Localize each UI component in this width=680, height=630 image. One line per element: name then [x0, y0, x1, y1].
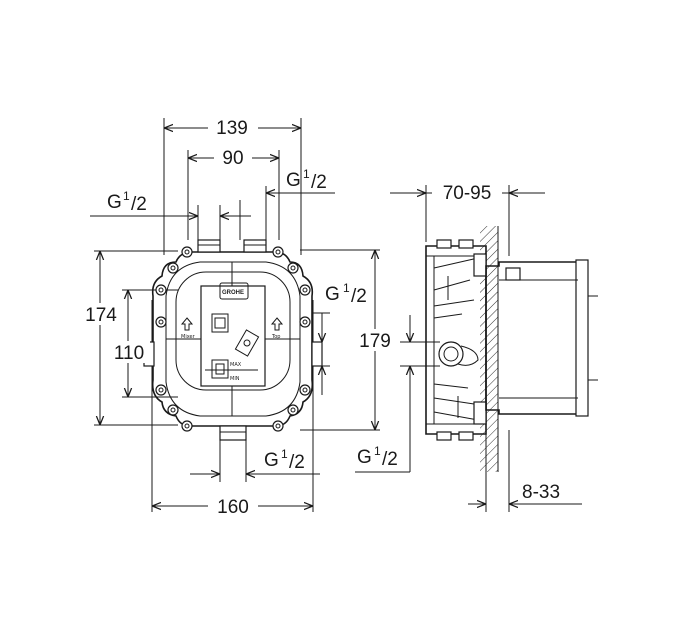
svg-text:1: 1 — [343, 281, 350, 295]
dimension-label-bg — [80, 303, 122, 325]
mounting-body-inner — [165, 261, 301, 417]
dimension-label-bg — [208, 116, 258, 138]
svg-text:G: G — [264, 450, 279, 471]
thread-label-top-right: G 1 /2 — [265, 167, 335, 240]
dimension-label-8-33: 8-33 — [522, 482, 560, 503]
svg-text:/2: /2 — [382, 449, 398, 470]
svg-text:G: G — [357, 447, 372, 468]
svg-text:Top: Top — [271, 334, 280, 340]
cover-window — [175, 271, 291, 391]
thread-label-side: G 1 /2 — [355, 315, 410, 473]
front-view: Mixer Top GROHE MAX MIN 139 90 — [80, 116, 396, 518]
dimension-label-70-95: 70-95 — [443, 183, 492, 204]
flow-arrows: Mixer Top — [180, 317, 284, 340]
svg-text:G: G — [107, 192, 122, 213]
svg-text:G: G — [325, 284, 340, 305]
dimension-label-bg — [208, 494, 258, 516]
label-plate: GROHE MAX MIN — [200, 282, 266, 387]
svg-text:1: 1 — [374, 444, 381, 458]
side-port — [438, 341, 479, 367]
svg-text:G: G — [286, 170, 301, 191]
dimension-label-bg — [432, 181, 502, 203]
extension-lines — [94, 118, 380, 512]
svg-text:1: 1 — [123, 189, 130, 203]
svg-text:Mixer: Mixer — [181, 334, 196, 340]
dimension-label-90: 90 — [222, 148, 243, 169]
svg-text:MAX: MAX — [230, 362, 242, 368]
dimension-label-bg — [108, 341, 150, 363]
side-view: 70-95 G 1 /2 8-33 — [355, 181, 598, 512]
svg-text:/2: /2 — [131, 194, 147, 215]
dimension-label-110: 110 — [114, 343, 144, 364]
thread-label-top-left: G 1 /2 — [90, 189, 251, 240]
dimension-label-160: 160 — [217, 497, 249, 518]
mounting-holes — [155, 246, 311, 432]
svg-text:/2: /2 — [351, 286, 367, 307]
housing-ribs — [433, 257, 479, 421]
svg-text:1: 1 — [281, 447, 288, 461]
svg-text:/2: /2 — [311, 172, 327, 193]
svg-text:MIN: MIN — [230, 376, 240, 382]
dimension-label-179: 179 — [359, 331, 391, 352]
dimension-label-bg — [214, 146, 252, 168]
svg-text:/2: /2 — [289, 452, 305, 473]
brand-logo: GROHE — [222, 290, 244, 296]
svg-text:1: 1 — [303, 167, 310, 181]
thread-label-right: G 1 /2 — [312, 281, 367, 395]
thread-label-bottom: G 1 /2 — [190, 440, 320, 482]
cartridge-housing — [485, 261, 579, 415]
dimension-label-139: 139 — [216, 118, 248, 139]
dimension-label-bg — [354, 329, 396, 351]
dimension-label-174: 174 — [85, 305, 117, 326]
